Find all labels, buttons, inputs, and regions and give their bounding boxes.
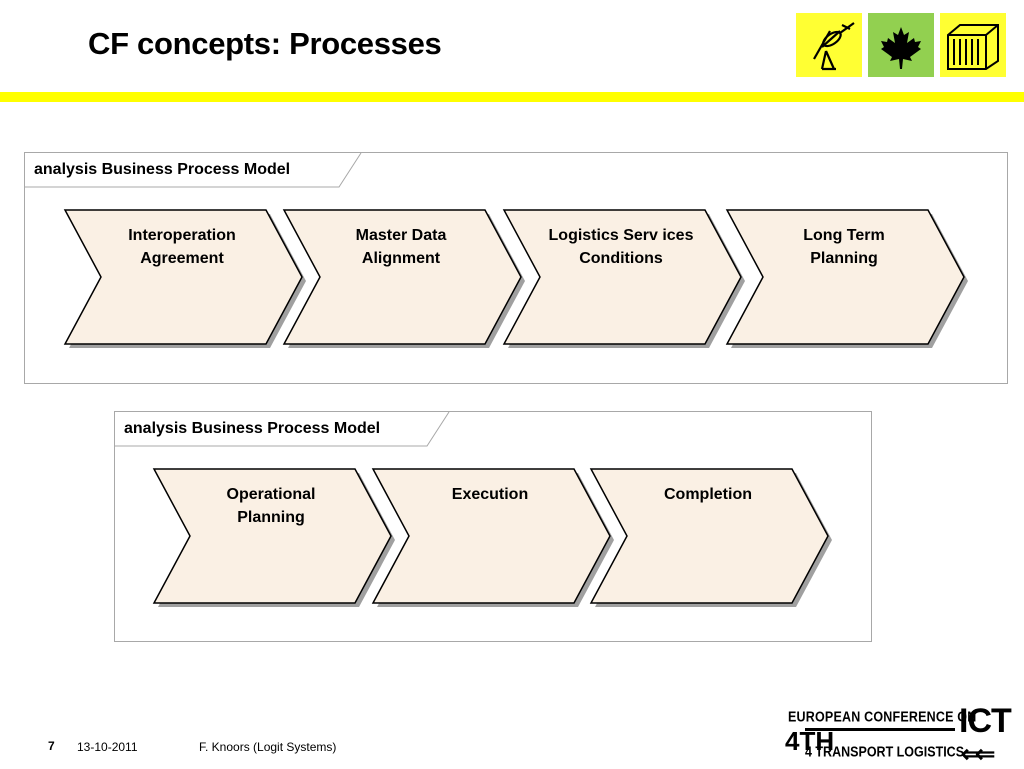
process-chevron-body [502,209,742,345]
satellite-dish-icon [796,13,862,77]
process-chevron-body [152,468,392,604]
process-chevron-body [589,468,829,604]
slide-title: CF concepts: Processes [88,26,442,61]
process-chevron[interactable] [371,468,616,609]
process-label: Execution [451,486,529,503]
process-label: Master Data Alignment [355,227,447,267]
conference-acronym: ICT [959,702,1012,740]
footer-author: F. Knoors (Logit Systems) [199,740,337,754]
process-chevron[interactable] [502,209,747,350]
process-label: Long Term Planning [803,227,885,267]
process-chevron-body [63,209,303,345]
maple-leaf-icon [868,13,934,77]
process-chevron[interactable] [589,468,834,609]
process-label: Interoperation Agreement [128,227,236,267]
conference-subtitle: 4 TRANSPORT LOGISTICS [805,744,965,761]
arrows-icon: ⇐⇐ [961,741,995,768]
shipping-container-icon [940,13,1006,77]
process-label: Operational Planning [226,486,316,526]
process-label: Completion [664,486,752,503]
process-chevron-body [725,209,965,345]
process-chevron[interactable] [152,468,397,609]
logo-divider [805,728,955,731]
page-number: 7 [48,739,55,753]
conference-ordinal: 4TH [785,726,835,756]
process-chevron-body [282,209,522,345]
process-chevron-body [371,468,611,604]
process-label: Logistics Serv ices Conditions [548,227,694,267]
frame-label: analysis Business Process Model [34,161,291,178]
conference-name: EUROPEAN CONFERENCE ON [788,709,977,726]
footer-date: 13-10-2011 [77,740,138,754]
frame-label: analysis Business Process Model [124,420,381,437]
conference-logo: EUROPEAN CONFERENCE ON ICT 4TH 4 TRANSPO… [785,702,1015,768]
process-chevron[interactable] [63,209,308,350]
process-chevron[interactable] [282,209,527,350]
process-chevron[interactable] [725,209,970,350]
header-highlight-bar [0,92,1024,102]
